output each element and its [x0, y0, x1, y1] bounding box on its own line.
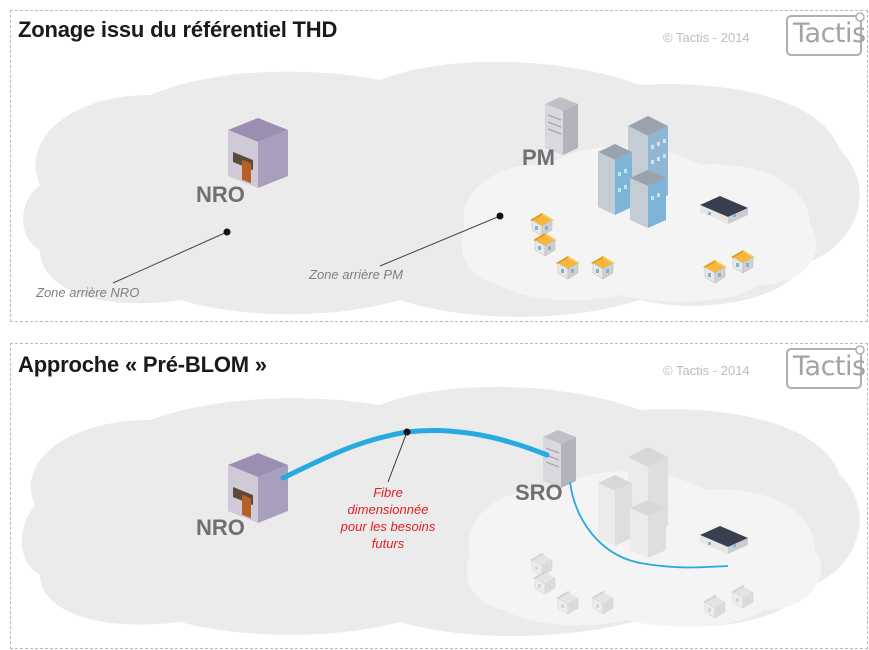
panel-title: Zonage issu du référentiel THD	[18, 17, 338, 42]
apartment-buildings-grey-icon	[598, 447, 668, 558]
nro-building-icon	[228, 118, 288, 188]
copyright-text: © Tactis - 2014	[663, 363, 750, 378]
panel-pre-blom	[10, 343, 868, 649]
nro-building-icon	[228, 453, 288, 523]
zone-nro-pointer	[112, 231, 228, 284]
public-building-icon	[700, 196, 748, 224]
nro-label: NRO	[196, 515, 245, 540]
fibre-line-1: Fibre	[373, 485, 403, 500]
zone-pm-dot	[496, 212, 504, 220]
copyright-text: © Tactis - 2014	[663, 30, 750, 45]
zone-nro-dot	[223, 228, 231, 236]
tactis-logo-frame	[786, 348, 862, 389]
fibre-line-2: dimensionnée	[347, 502, 429, 517]
fibre-line-4: futurs	[371, 536, 405, 551]
pm-label: PM	[522, 145, 555, 170]
sro-label: SRO	[515, 480, 563, 505]
fibre-pointer-line	[387, 431, 408, 483]
apartment-buildings-icon	[598, 116, 668, 228]
tactis-logo: Tactis	[793, 351, 866, 382]
panel-zonage	[10, 10, 868, 322]
zone-pm-pointer	[379, 215, 501, 267]
nro-label: NRO	[196, 182, 245, 207]
fibre-annotation: Fibre dimensionnée pour les besoins futu…	[318, 484, 458, 552]
zone-nro-label: Zone arrière NRO	[36, 285, 140, 300]
public-building-icon	[700, 526, 748, 554]
tactis-logo-frame	[786, 15, 862, 56]
fibre-line-3: pour les besoins	[340, 519, 436, 534]
panel-title: Approche « Pré-BLOM »	[18, 352, 267, 377]
fibre-distribution-line	[569, 481, 729, 569]
pm-cabinet-icon	[545, 97, 578, 155]
zone-pm-label: Zone arrière PM	[309, 267, 403, 282]
tactis-logo: Tactis	[793, 18, 866, 49]
